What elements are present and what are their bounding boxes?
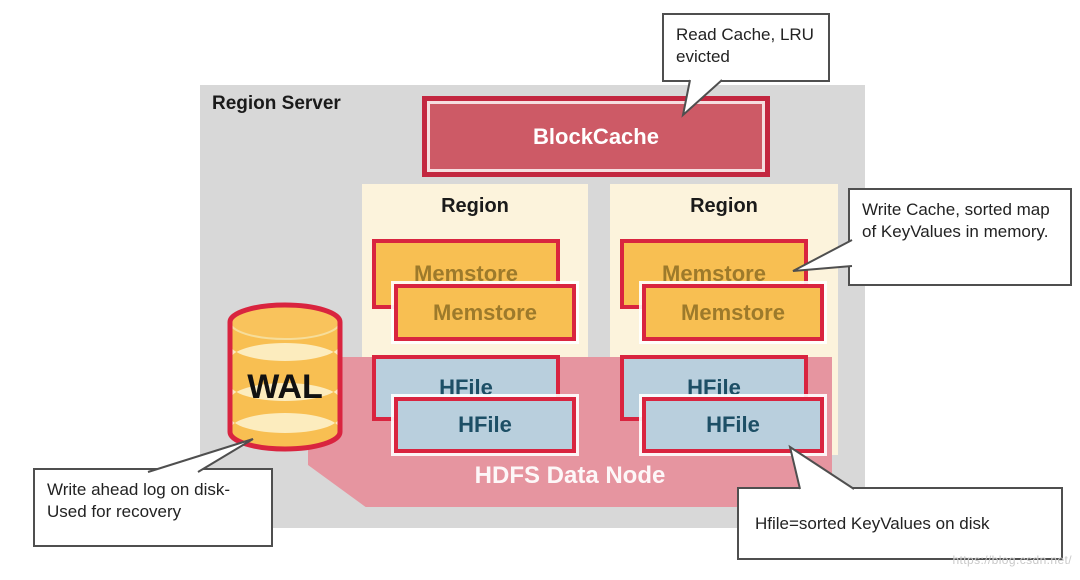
memstore-label: Memstore — [433, 299, 537, 325]
callout-write-cache-text: Write Cache, sorted map of KeyValues in … — [862, 200, 1050, 241]
wal-label: WAL — [247, 368, 323, 406]
region-label-left: Region — [441, 195, 509, 217]
memstore-label: Memstore — [414, 261, 518, 286]
blockcache-label: BlockCache — [533, 123, 659, 149]
callout-tail-hfile-note — [788, 444, 855, 490]
callout-write-cache: Write Cache, sorted map of KeyValues in … — [848, 188, 1072, 286]
callout-tail-wal-note — [147, 438, 254, 473]
callout-hfile-note-text: Hfile=sorted KeyValues on disk — [755, 513, 990, 533]
callout-tail-write-cache — [792, 239, 853, 272]
region-server-label: Region Server — [212, 93, 341, 114]
wal-cylinder-icon: WAL — [227, 302, 343, 452]
callout-read-cache-text: Read Cache, LRU evicted — [676, 25, 814, 66]
memstore-box-front-right: Memstore — [642, 284, 824, 341]
callout-read-cache: Read Cache, LRU evicted — [662, 13, 830, 82]
hfile-label: HFile — [687, 375, 741, 400]
region-label-right: Region — [690, 195, 758, 217]
hfile-label: HFile — [706, 412, 760, 437]
memstore-label: Memstore — [681, 299, 785, 325]
memstore-box-front-left: Memstore — [394, 284, 576, 341]
callout-tail-read-cache — [681, 79, 723, 118]
callout-wal-note-text: Write ahead log on disk- Used for recove… — [47, 480, 231, 521]
hdfs-data-node-label: HDFS Data Node — [474, 462, 666, 489]
blockcache-box: BlockCache — [422, 96, 770, 177]
hfile-label: HFile — [458, 412, 512, 437]
callout-hfile-note: Hfile=sorted KeyValues on disk — [737, 487, 1063, 560]
hfile-box-front-right: HFile — [642, 397, 824, 453]
callout-wal-note: Write ahead log on disk- Used for recove… — [33, 468, 273, 547]
hfile-label: HFile — [439, 375, 493, 400]
watermark-url: https://blog.csdn.net/ — [952, 553, 1072, 567]
memstore-label: Memstore — [662, 261, 766, 286]
hfile-box-front-left: HFile — [394, 397, 576, 453]
